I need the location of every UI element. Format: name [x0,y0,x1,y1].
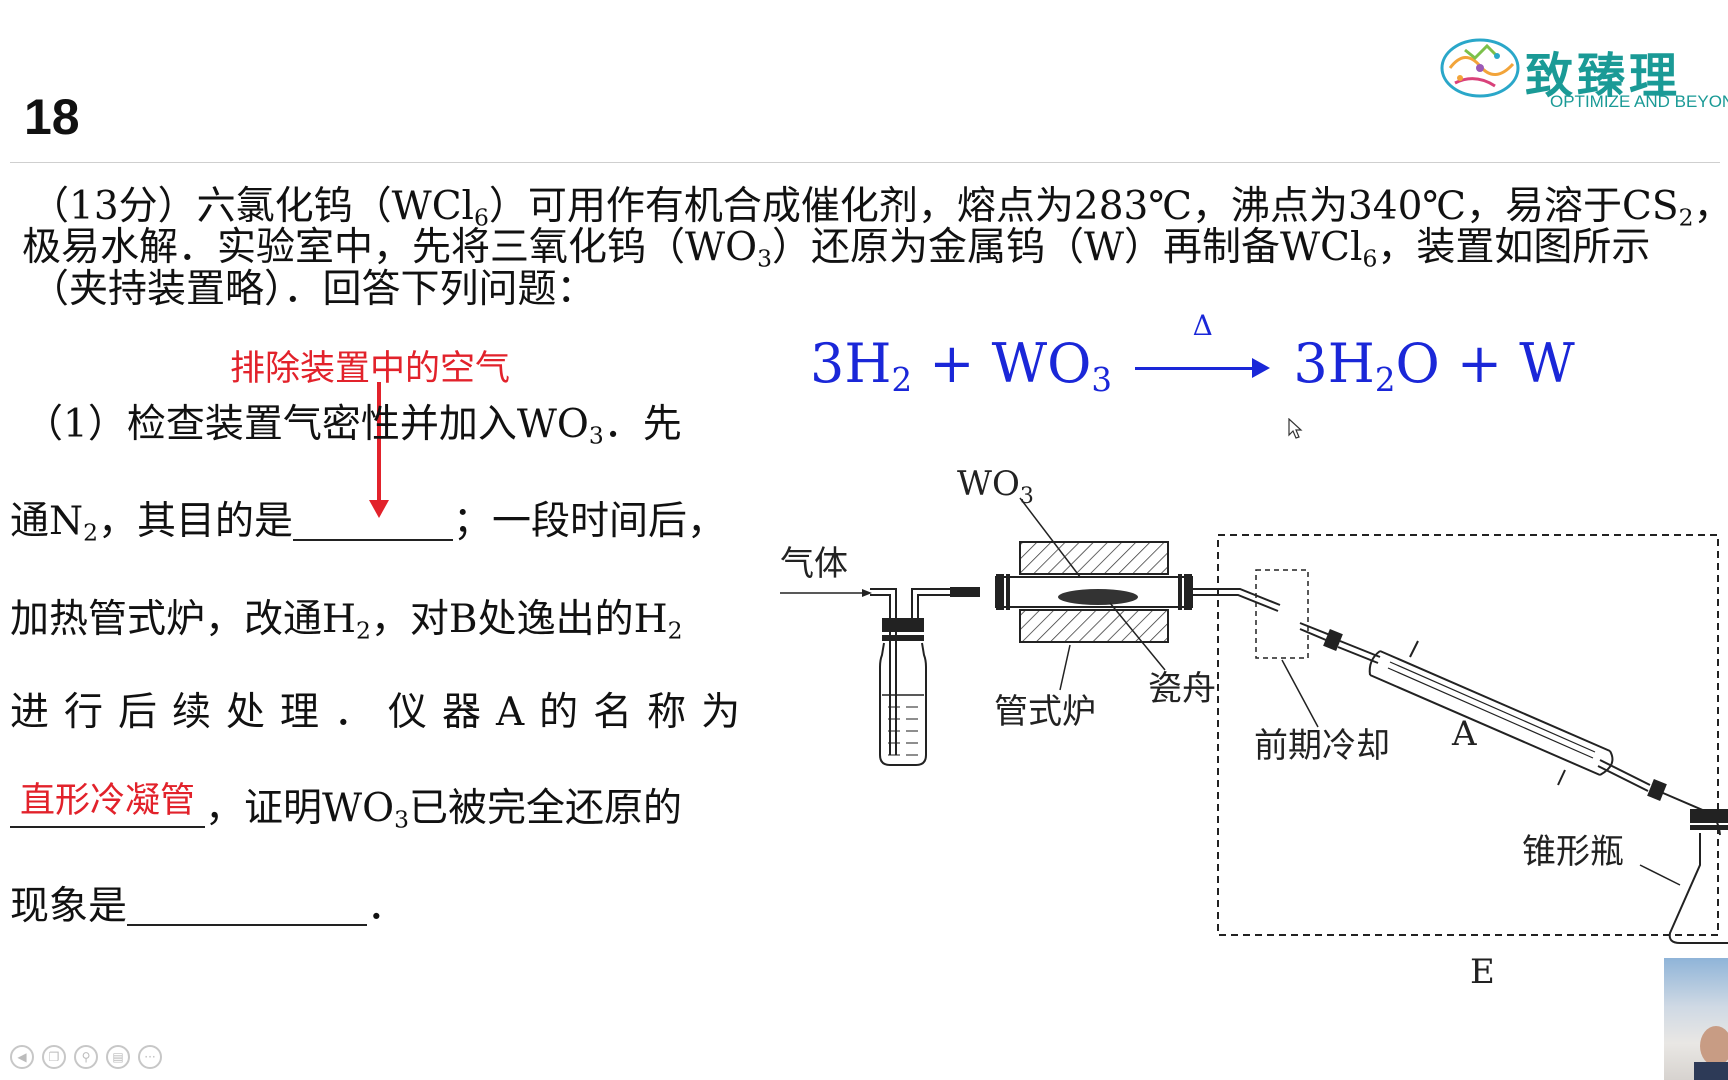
part1-line-4: 进行后续处理．仪器A的名称为 [10,690,756,735]
apparatus-diagram: WO3 气体 管式炉 瓷舟 [780,464,1728,992]
brand-logo: 致臻理 OPTIMIZE AND BEYON [1435,28,1728,118]
label-e: E [1470,952,1495,992]
logo-subtitle: OPTIMIZE AND BEYON [1550,92,1728,111]
part1-line-5: ，证明WO3已被完全还原的 [10,789,682,831]
label-flask: 锥形瓶 [1522,832,1624,872]
brain-circuit-icon [1440,38,1520,98]
reaction-equation: 3H2 + WO3 Δ 3H2O + W [810,309,1575,400]
label-gas: 气体 [780,544,848,584]
logo-text: 致臻理 [1525,48,1682,104]
label-furnace: 管式炉 [994,692,1096,732]
wash-bottle [870,587,980,766]
precool-box [1255,569,1309,659]
reaction-arrow: Δ [1135,312,1271,388]
answer-blank-2 [10,790,205,828]
tube-furnace [995,541,1281,643]
question-number: 18 [24,89,80,145]
webcam-overlay [1664,958,1728,1080]
part1-line-2: 通N2，其目的是；一段时间后， [10,499,727,547]
stem-line-1: （13分）六氯化钨（WCl6）可用作有机合成催化剂，熔点为283℃，沸点为340… [30,184,1728,232]
conical-flask [1668,809,1728,944]
part1-line-6: 现象是． [10,884,407,929]
answer-blank-1 [293,503,454,541]
header-divider [10,162,1720,163]
annotation-purpose: 排除装置中的空气 [230,349,511,389]
label-boat: 瓷舟 [1148,669,1216,709]
part1-line-1: （1）检查装置气密性并加入WO3．先 [24,402,682,450]
annotation-arrow [377,382,381,500]
answer-blank-3 [127,888,368,926]
stem-line-3: （夹持装置略）．回答下列问题： [30,267,596,312]
copy-icon[interactable]: ❐ [42,1045,66,1069]
stem-line-2: 极易水解．实验室中，先将三氧化钨（WO3）还原为金属钨（W）再制备WCl6，装置… [22,225,1651,273]
label-a: A [1451,714,1477,754]
prev-icon[interactable]: ◀ [10,1045,34,1069]
region-e-box [1217,534,1719,936]
slides-icon[interactable]: ▤ [106,1045,130,1069]
more-icon[interactable]: ··· [138,1045,162,1069]
label-precool: 前期冷却 [1254,726,1390,766]
annotation-instrument: 直形冷凝管 [20,781,196,821]
zoom-icon[interactable]: ⚲ [74,1045,98,1069]
part1-line-3: 加热管式炉，改通H2，对B处逸出的H2 [10,597,683,645]
mouse-cursor-icon [1288,418,1303,439]
annotation-arrow-head [369,500,389,518]
presentation-toolbar: ◀ ❐ ⚲ ▤ ··· [10,1045,162,1069]
